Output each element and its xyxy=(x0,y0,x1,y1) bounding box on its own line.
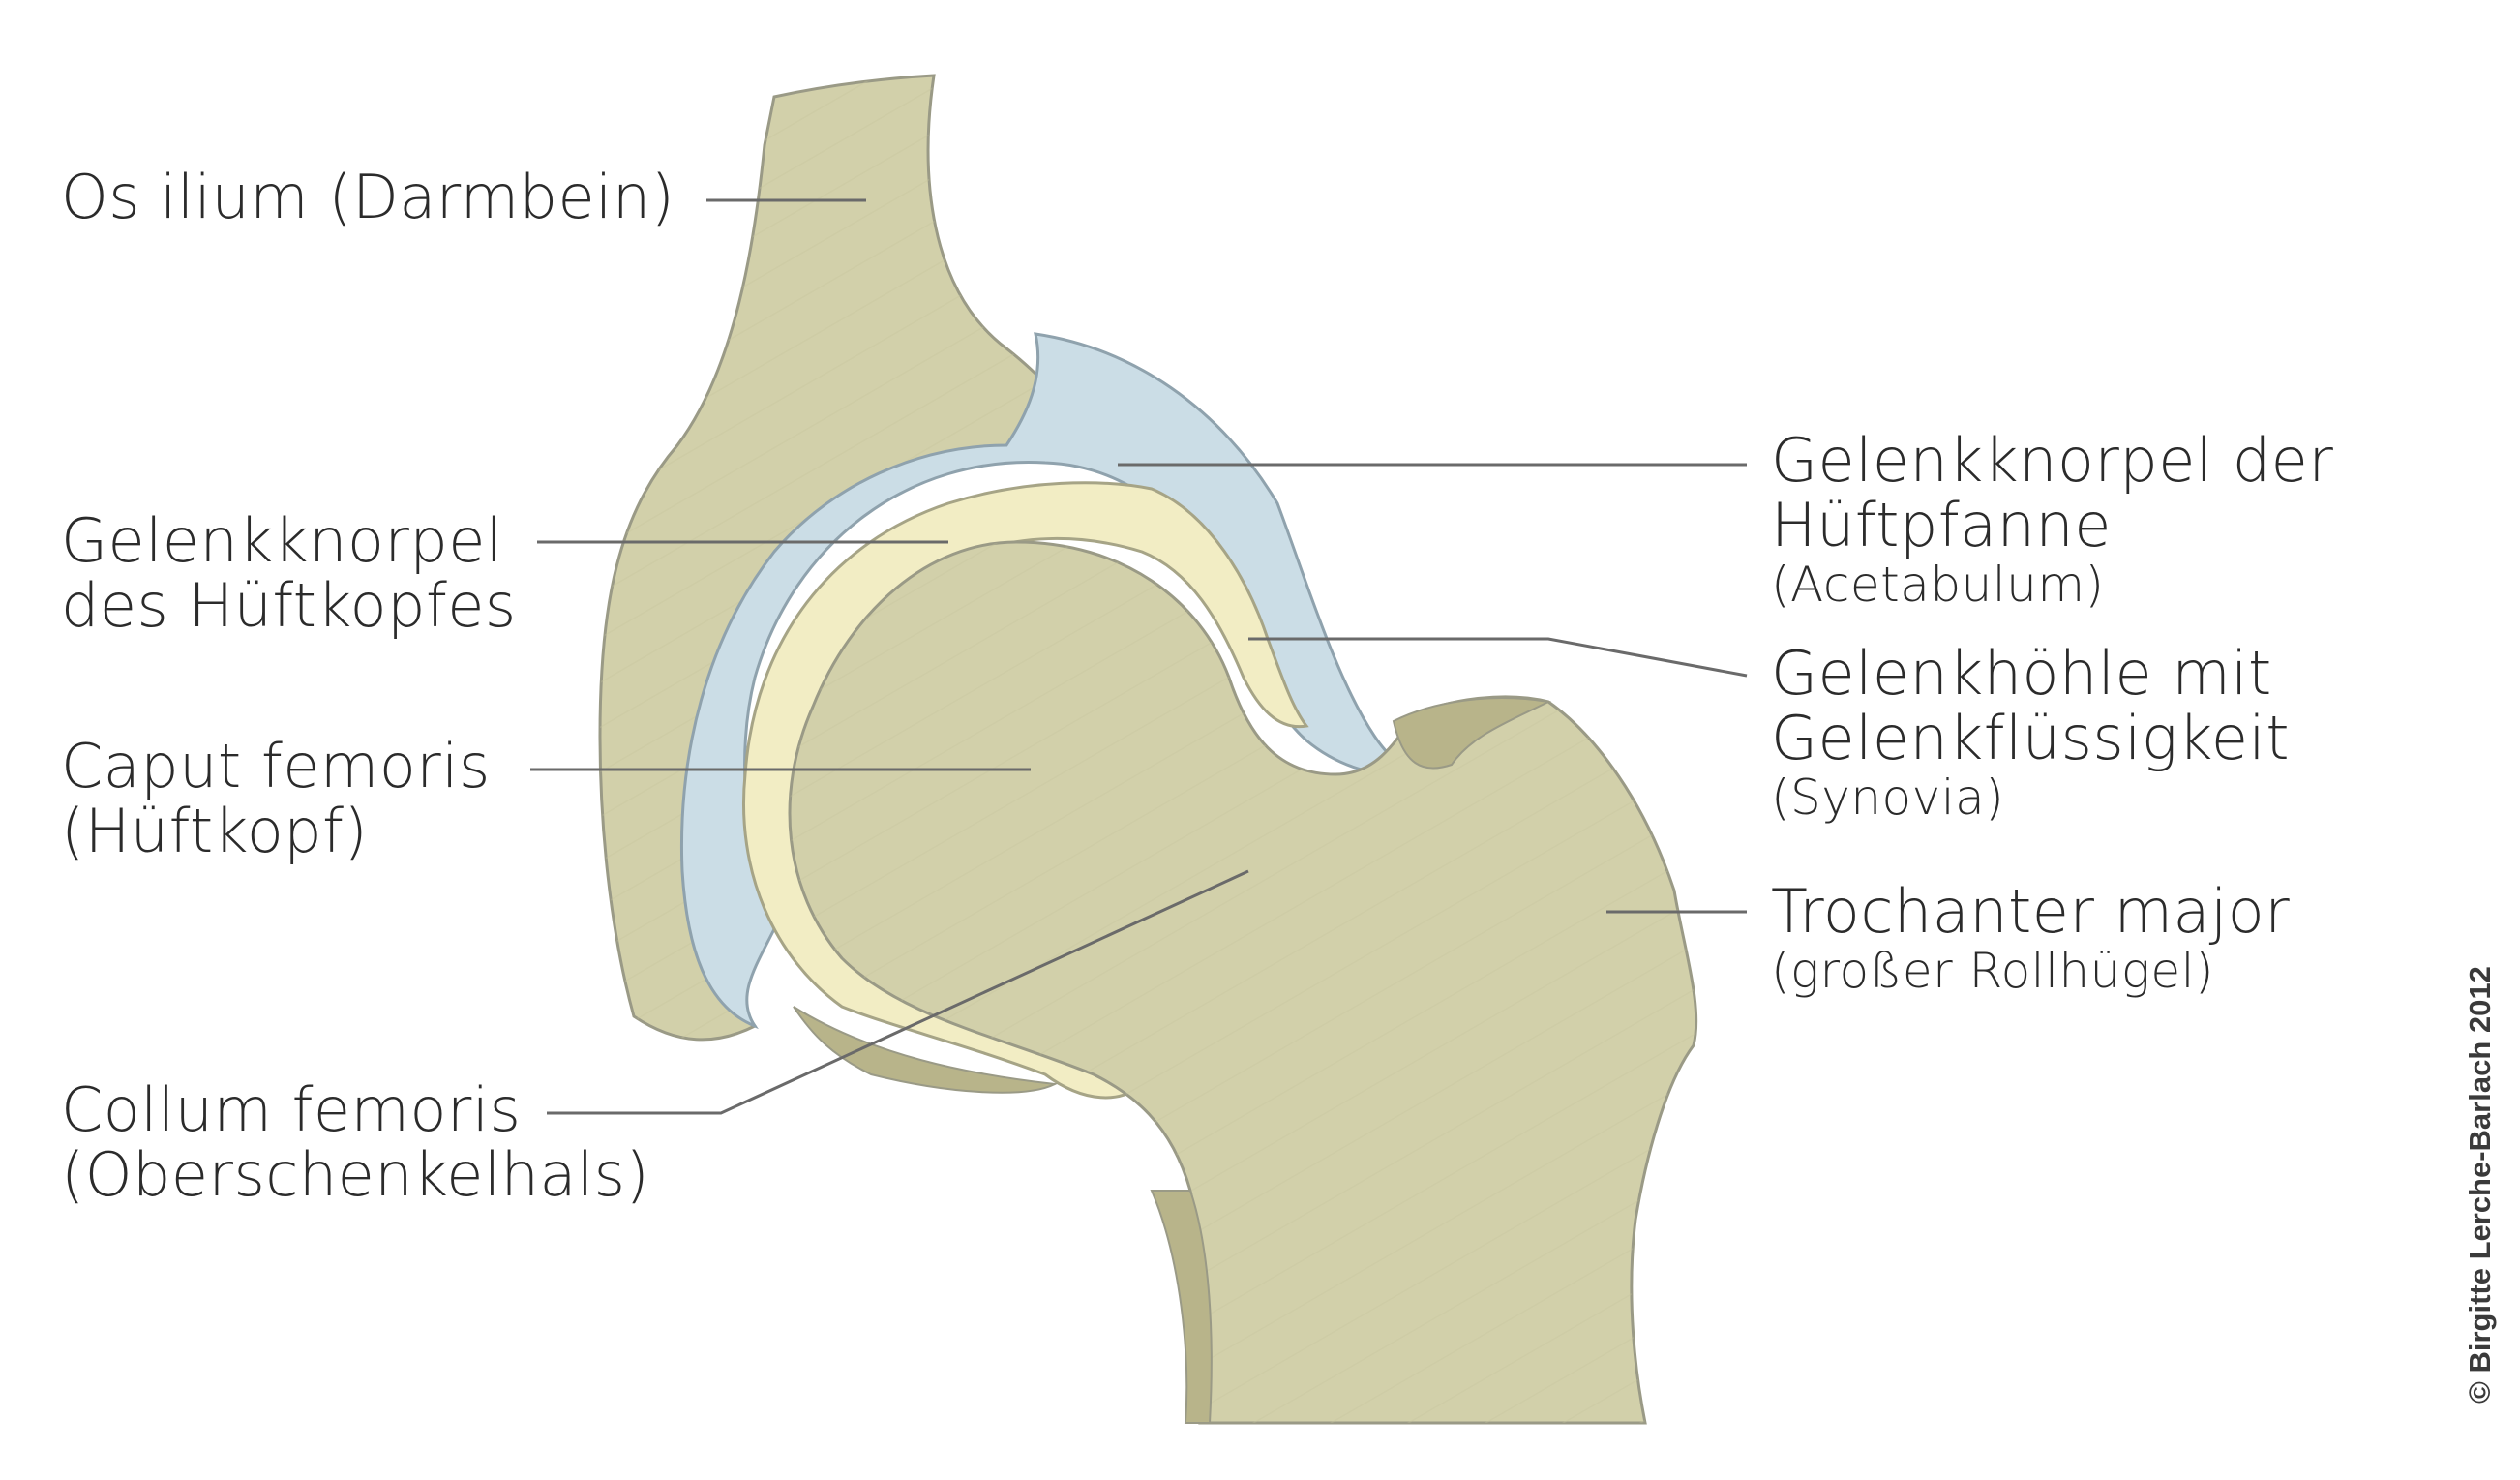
label-gelenkhoehle: Gelenkhöhle mit Gelenkflüssigkeit (Synov… xyxy=(1771,641,2290,825)
label-gelenkhoehle-line2: Gelenkflüssigkeit xyxy=(1771,706,2290,770)
label-caput-femoris-line2: (Hüftkopf) xyxy=(61,799,491,863)
label-collum-femoris: Collum femoris (Oberschenkelhals) xyxy=(61,1077,649,1207)
label-os-ilium: Os ilium (Darmbein) xyxy=(61,165,675,229)
label-gelenkknorpel-huftpfanne: Gelenkknorpel der Hüftpfanne (Acetabulum… xyxy=(1771,428,2333,612)
copyright-notice: © Birgitte Lerche-Barlach 2012 xyxy=(2463,966,2498,1404)
label-collum-femoris-line2: (Oberschenkelhals) xyxy=(61,1142,649,1207)
label-trochanter-major-line1: Trochanter major xyxy=(1771,879,2290,944)
label-gelenkknorpel-huftkopf-line2: des Hüftkopfes xyxy=(61,573,517,638)
label-gelenkknorpel-huftpfanne-line3: (Acetabulum) xyxy=(1771,558,2333,612)
label-gelenkknorpel-huftpfanne-line1: Gelenkknorpel der xyxy=(1771,428,2333,493)
label-os-ilium-text: Os ilium (Darmbein) xyxy=(61,162,675,232)
label-gelenkknorpel-huftkopf-line1: Gelenkknorpel xyxy=(61,508,517,573)
label-gelenkknorpel-huftpfanne-line2: Hüftpfanne xyxy=(1771,493,2333,558)
label-caput-femoris-line1: Caput femoris xyxy=(61,734,491,799)
label-collum-femoris-line1: Collum femoris xyxy=(61,1077,649,1142)
label-trochanter-major: Trochanter major (großer Rollhügel) xyxy=(1771,879,2290,998)
label-gelenkhoehle-line1: Gelenkhöhle mit xyxy=(1771,641,2290,706)
label-gelenkhoehle-line3: (Synovia) xyxy=(1771,770,2290,825)
label-gelenkknorpel-huftkopf: Gelenkknorpel des Hüftkopfes xyxy=(61,508,517,638)
label-trochanter-major-line2: (großer Rollhügel) xyxy=(1771,944,2290,998)
label-caput-femoris: Caput femoris (Hüftkopf) xyxy=(61,734,491,863)
